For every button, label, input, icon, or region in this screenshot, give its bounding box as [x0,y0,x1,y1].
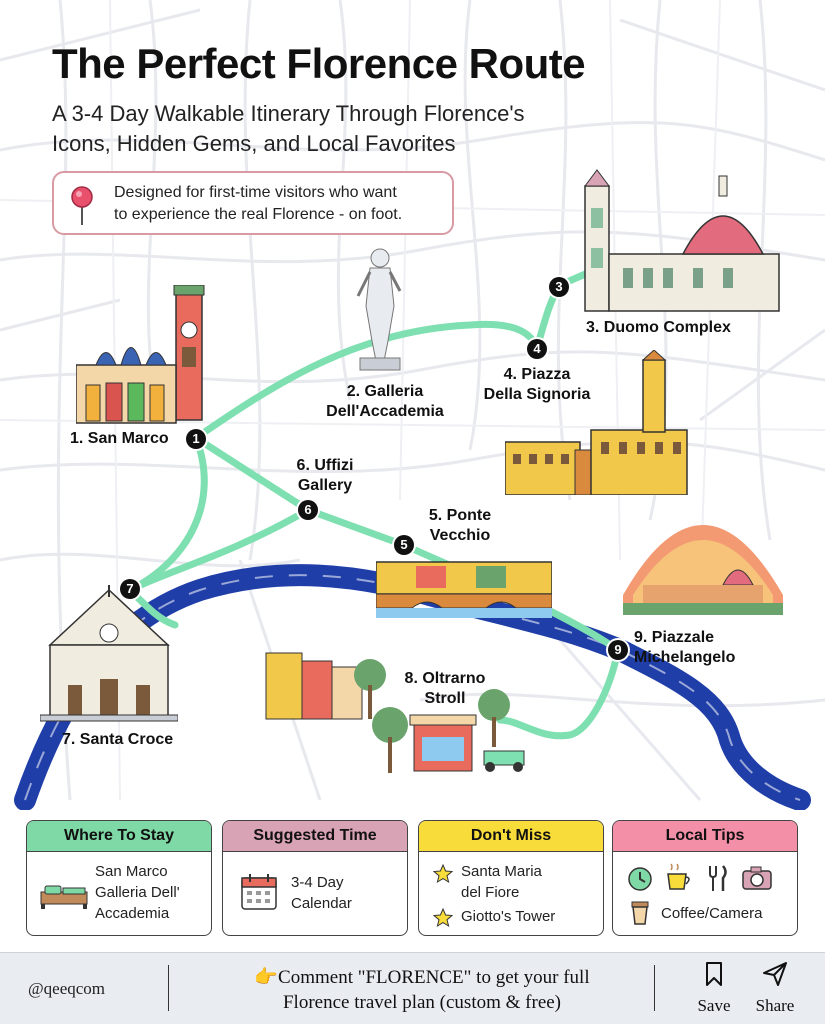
label-galleria-accademia: 2. Galleria Dell'Accademia [326,383,444,420]
card-local-tips: Local Tips [612,820,798,936]
subtitle-line-2: Icons, Hidden Gems, and Local Favorites [52,131,456,156]
stay-line-1: San Marco [95,863,168,880]
page-title: The Perfect Florence Route [52,40,586,87]
marker-5: 5 [394,535,414,555]
label-san-marco: 1. San Marco [70,430,169,447]
map-pin-icon [71,186,93,225]
david-statue-illustration [356,248,402,371]
send-icon [763,962,787,986]
call-to-action: 👉Comment "FLORENCE" to get your full Flo… [212,965,632,1015]
subtitle-line-1: A 3-4 Day Walkable Itinerary Through Flo… [52,101,525,126]
label-duomo: 3. Duomo Complex [586,319,731,336]
oltrarno-illustration [265,652,525,773]
intro-note: Designed for first-time visitors who wan… [52,171,454,235]
marker-6: 6 [298,500,318,520]
time-line-2: Calendar [291,895,352,912]
account-handle[interactable]: @qeeqcom [28,979,106,998]
cta-line-1: 👉Comment "FLORENCE" to get your full [254,967,590,988]
ponte-vecchio-illustration [376,561,552,618]
stay-line-2: Galleria Dell' [95,884,180,901]
bookmark-icon [706,962,722,986]
card-local-tips-title: Local Tips [613,821,797,852]
footer-divider-right [654,965,655,1011]
marker-1: 1 [186,429,206,449]
note-line-2: to experience the real Florence - on foo… [114,206,403,223]
card-suggested-time: Suggested Time 3-4 Day Calendar [222,820,408,936]
label-santa-croce: 7. Santa Croce [62,731,174,748]
miss-item-2: Giotto's Tower [461,908,556,925]
footer-divider-left [168,965,169,1011]
marker-3: 3 [549,277,569,297]
share-button[interactable]: Share [747,961,803,1016]
card-where-to-stay-title: Where To Stay [27,821,211,852]
palazzo-vecchio-illustration [505,350,688,495]
card-dont-miss: Don't Miss Santa Maria del Fiore Giotto'… [418,820,604,936]
utensils-icon [709,865,727,891]
camera-icon [742,866,772,890]
time-line-1: 3-4 Day [291,874,344,891]
miss-item-1-line-1: Santa Maria [461,863,542,880]
card-where-to-stay: Where To Stay San Marco Galleria Dell' A… [26,820,212,936]
label-uffizi: 6. Uffizi Gallery [296,457,354,494]
label-ponte-vecchio: 5. Ponte Vecchio [428,507,492,544]
clock-icon [628,867,652,891]
marker-9: 9 [608,640,628,660]
label-piazza-signoria: 4. Piazza Della Signoria [483,366,591,403]
label-oltrarno: 8. Oltrarno Stroll [404,670,486,707]
stay-line-3: Accademia [95,905,170,922]
san-marco-illustration [76,285,205,424]
star-icon [433,908,453,928]
save-button[interactable]: Save [686,961,742,1016]
label-piazzale: 9. Piazzale Michelangelo [634,629,736,666]
piazzale-michelangelo-illustration [623,525,783,615]
cta-line-2: Florence travel plan (custom & free) [282,992,562,1013]
cup-icon [631,901,649,925]
marker-4: 4 [527,339,547,359]
bed-icon [40,885,88,909]
card-dont-miss-title: Don't Miss [419,821,603,852]
page-subtitle: A 3-4 Day Walkable Itinerary Through Flo… [52,99,672,159]
note-line-1: Designed for first-time visitors who wan… [114,184,397,201]
miss-item-1-line-2: del Fiore [461,884,520,901]
footer-bar: @qeeqcom 👉Comment "FLORENCE" to get your… [0,952,825,1024]
calendar-icon [241,874,277,910]
share-label: Share [755,996,795,1015]
save-label: Save [697,996,731,1015]
star-icon [433,864,453,884]
coffee-icon [667,863,690,890]
duomo-illustration [584,169,780,312]
tips-line-1: Coffee/Camera [661,905,763,922]
card-suggested-time-title: Suggested Time [223,821,407,852]
marker-7: 7 [120,579,140,599]
santa-croce-illustration [40,585,178,722]
